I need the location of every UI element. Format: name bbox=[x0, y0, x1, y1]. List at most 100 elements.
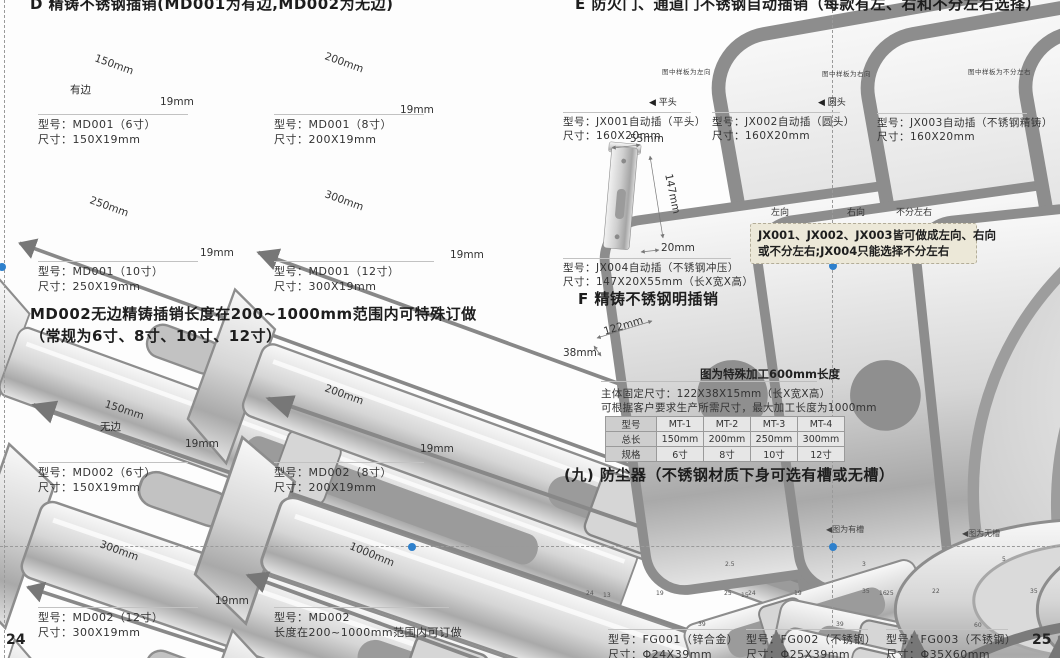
table-cell: 150mm bbox=[656, 431, 704, 447]
fg001-dim-side: 24 bbox=[748, 590, 756, 597]
dim-width: 19mm bbox=[215, 595, 249, 607]
table-cell: MT-4 bbox=[797, 416, 845, 432]
left-page-title: D 精铸不锈钢插销(MD001为有边,MD002为无边) bbox=[30, 0, 394, 13]
dim-width: 19mm bbox=[160, 96, 194, 108]
size-line: 尺寸：Φ24X39mm bbox=[608, 647, 713, 658]
dim-width: 19mm bbox=[400, 104, 434, 116]
fg001-dim-inner: 13 bbox=[603, 592, 611, 599]
model-line: 型号：JX003自动插（不锈钢精铸） bbox=[877, 117, 1053, 129]
f-spec-line1: 主体固定尺寸：122X38X15mm（长X宽X高） bbox=[601, 388, 831, 400]
model-line: 型号：MD002（6寸） bbox=[38, 466, 156, 479]
registration-dot bbox=[829, 262, 837, 270]
model-line: 型号：MD001（8寸） bbox=[274, 118, 392, 131]
inset-caption-jx003: 图中样板为不分左右 bbox=[968, 68, 1031, 76]
head-tag-jx001: ◀ 平头 bbox=[649, 98, 677, 108]
label-plain: ◀图为无槽 bbox=[962, 529, 1001, 538]
table-cell: 200mm bbox=[703, 431, 751, 447]
label-grooved: ◀图为有槽 bbox=[826, 525, 865, 534]
note-line2: 或不分左右;JX004只能选择不分左右 bbox=[758, 243, 950, 258]
table-cell: MT-1 bbox=[656, 416, 704, 432]
f-spec-line2: 可根据客户要求生产所需尺寸，最大加工长度为1000mm bbox=[601, 402, 877, 414]
jx004-dim-bottom: 20mm bbox=[661, 242, 695, 254]
edge-tag: 有边 bbox=[70, 84, 91, 96]
product-caption-md001-10: 型号：MD001（10寸） 尺寸：250X19mm bbox=[38, 261, 198, 294]
md002-heading-line2: （常规为6寸、8寸、10寸、12寸） bbox=[30, 327, 282, 345]
edge-tag: 无边 bbox=[100, 421, 121, 433]
jx004-dim-top-line bbox=[611, 143, 641, 150]
fg001-dim-length: 39 bbox=[698, 621, 706, 628]
dim-width: 19mm bbox=[450, 249, 484, 261]
fg002-dim-outer: 25 bbox=[724, 590, 732, 597]
model-line: 型号：MD002（12寸） bbox=[38, 611, 164, 624]
product-caption-md001-6: 型号：MD001（6寸） 尺寸：150X19mm bbox=[38, 114, 188, 147]
size-line: 尺寸：300X19mm bbox=[38, 625, 141, 639]
table-header-cell: 规格 bbox=[605, 446, 657, 462]
fg001-dim-height: 19 bbox=[656, 590, 664, 597]
fg003-dim-side: 35 bbox=[1030, 588, 1038, 595]
size-line: 尺寸：160X20mm bbox=[563, 129, 662, 142]
model-line: 型号：MD001（10寸） bbox=[38, 265, 164, 278]
direction-label-both: 不分左右 bbox=[895, 208, 932, 218]
page-number-right: 25 bbox=[1032, 632, 1052, 648]
head-tag-jx002: ◀ 圆头 bbox=[818, 98, 846, 108]
right-page-title: E 防火门、通道门不锈钢自动插销（每款有左、右和不分左右选择） bbox=[575, 0, 1041, 13]
direction-label-right: 右向 bbox=[846, 208, 865, 218]
dim-width: 19mm bbox=[185, 438, 219, 450]
fold-line-left bbox=[4, 0, 5, 658]
page-number-left: 24 bbox=[6, 632, 26, 648]
product-caption-fg002: 型号：FG002（不锈钢） 尺寸：Φ25X39mm bbox=[746, 629, 876, 658]
jx004-dim-top: 55mm bbox=[630, 133, 664, 145]
product-caption-jx002: 型号：JX002自动插（圆头） 尺寸：160X20mm bbox=[712, 112, 855, 144]
product-caption-fg001: 型号：FG001（锌合金） 尺寸：Φ24X39mm bbox=[608, 629, 739, 658]
size-line: 尺寸：150X19mm bbox=[38, 132, 141, 146]
section-f-title: F 精铸不锈钢明插销 bbox=[578, 290, 719, 308]
fg002-dim-side: 25 bbox=[886, 590, 894, 597]
size-line: 尺寸：160X20mm bbox=[877, 130, 976, 143]
model-line: 型号：MD002 bbox=[274, 611, 350, 624]
jx-note-box: JX001、JX002、JX003皆可做成左向、右向 或不分左右;JX004只能… bbox=[750, 223, 996, 265]
mt-size-table: 型号 MT-1 MT-2 MT-3 MT-4 总长 150mm 200mm 25… bbox=[605, 416, 845, 462]
jx004-dim-bot-line bbox=[640, 248, 660, 254]
registration-dot bbox=[0, 263, 6, 271]
table-row: 规格 6寸 8寸 10寸 12寸 bbox=[605, 446, 845, 462]
product-caption-md002-8: 型号：MD002（8寸） 尺寸：200X19mm bbox=[274, 462, 424, 495]
model-line: 型号：FG001（锌合金） bbox=[608, 633, 739, 646]
product-caption-jx003: 型号：JX003自动插（不锈钢精铸） 尺寸：160X20mm bbox=[877, 113, 1053, 145]
dim-width: 19mm bbox=[420, 443, 454, 455]
size-line: 尺寸：300X19mm bbox=[274, 279, 377, 293]
table-header-cell: 总长 bbox=[605, 431, 657, 447]
product-caption-md002-12: 型号：MD002（12寸） 尺寸：300X19mm bbox=[38, 607, 198, 640]
table-row: 总长 150mm 200mm 250mm 300mm bbox=[605, 431, 845, 447]
registration-dot bbox=[408, 543, 416, 551]
registration-dot bbox=[829, 543, 837, 551]
fold-line-middle bbox=[832, 0, 833, 658]
product-caption-jx001: 型号：JX001自动插（平头） 尺寸：160X20mm bbox=[563, 112, 705, 144]
table-cell: MT-2 bbox=[703, 416, 751, 432]
product-caption-md002-6: 型号：MD002（6寸） 尺寸：150X19mm bbox=[38, 462, 188, 495]
f-dim-width: 38mm bbox=[563, 347, 597, 359]
fg002-dim-length: 39 bbox=[836, 621, 844, 628]
fg003-dim-length: 60 bbox=[974, 622, 982, 629]
model-line: 型号：JX002自动插（圆头） bbox=[712, 116, 855, 128]
f-dim-122-line bbox=[596, 320, 653, 339]
size-line: 尺寸：250X19mm bbox=[38, 279, 141, 293]
fg002-dim-height: 19 bbox=[794, 590, 802, 597]
fg001-dim-outer: 24 bbox=[586, 590, 594, 597]
model-line: 型号：MD001（6寸） bbox=[38, 118, 156, 131]
table-cell: 12寸 bbox=[797, 446, 845, 462]
size-line: 尺寸：Φ35X60mm bbox=[886, 647, 991, 658]
fold-line-horizontal bbox=[0, 546, 1060, 547]
size-line: 尺寸：200X19mm bbox=[274, 480, 377, 494]
fg003-dim-height: 22 bbox=[932, 588, 940, 595]
size-line: 尺寸：150X19mm bbox=[38, 480, 141, 494]
size-line: 尺寸：147X20X55mm（长X宽X高） bbox=[563, 275, 754, 288]
table-cell: 250mm bbox=[750, 431, 798, 447]
fg003-dim-outer: 35 bbox=[862, 588, 870, 595]
jx004-dim-len-line bbox=[648, 155, 665, 239]
note-line1: JX001、JX002、JX003皆可做成左向、右向 bbox=[758, 228, 996, 242]
product-caption-md001-12: 型号：MD001（12寸） 尺寸：300X19mm bbox=[274, 261, 434, 294]
table-header-cell: 型号 bbox=[605, 416, 657, 432]
size-line: 尺寸：200X19mm bbox=[274, 132, 377, 146]
